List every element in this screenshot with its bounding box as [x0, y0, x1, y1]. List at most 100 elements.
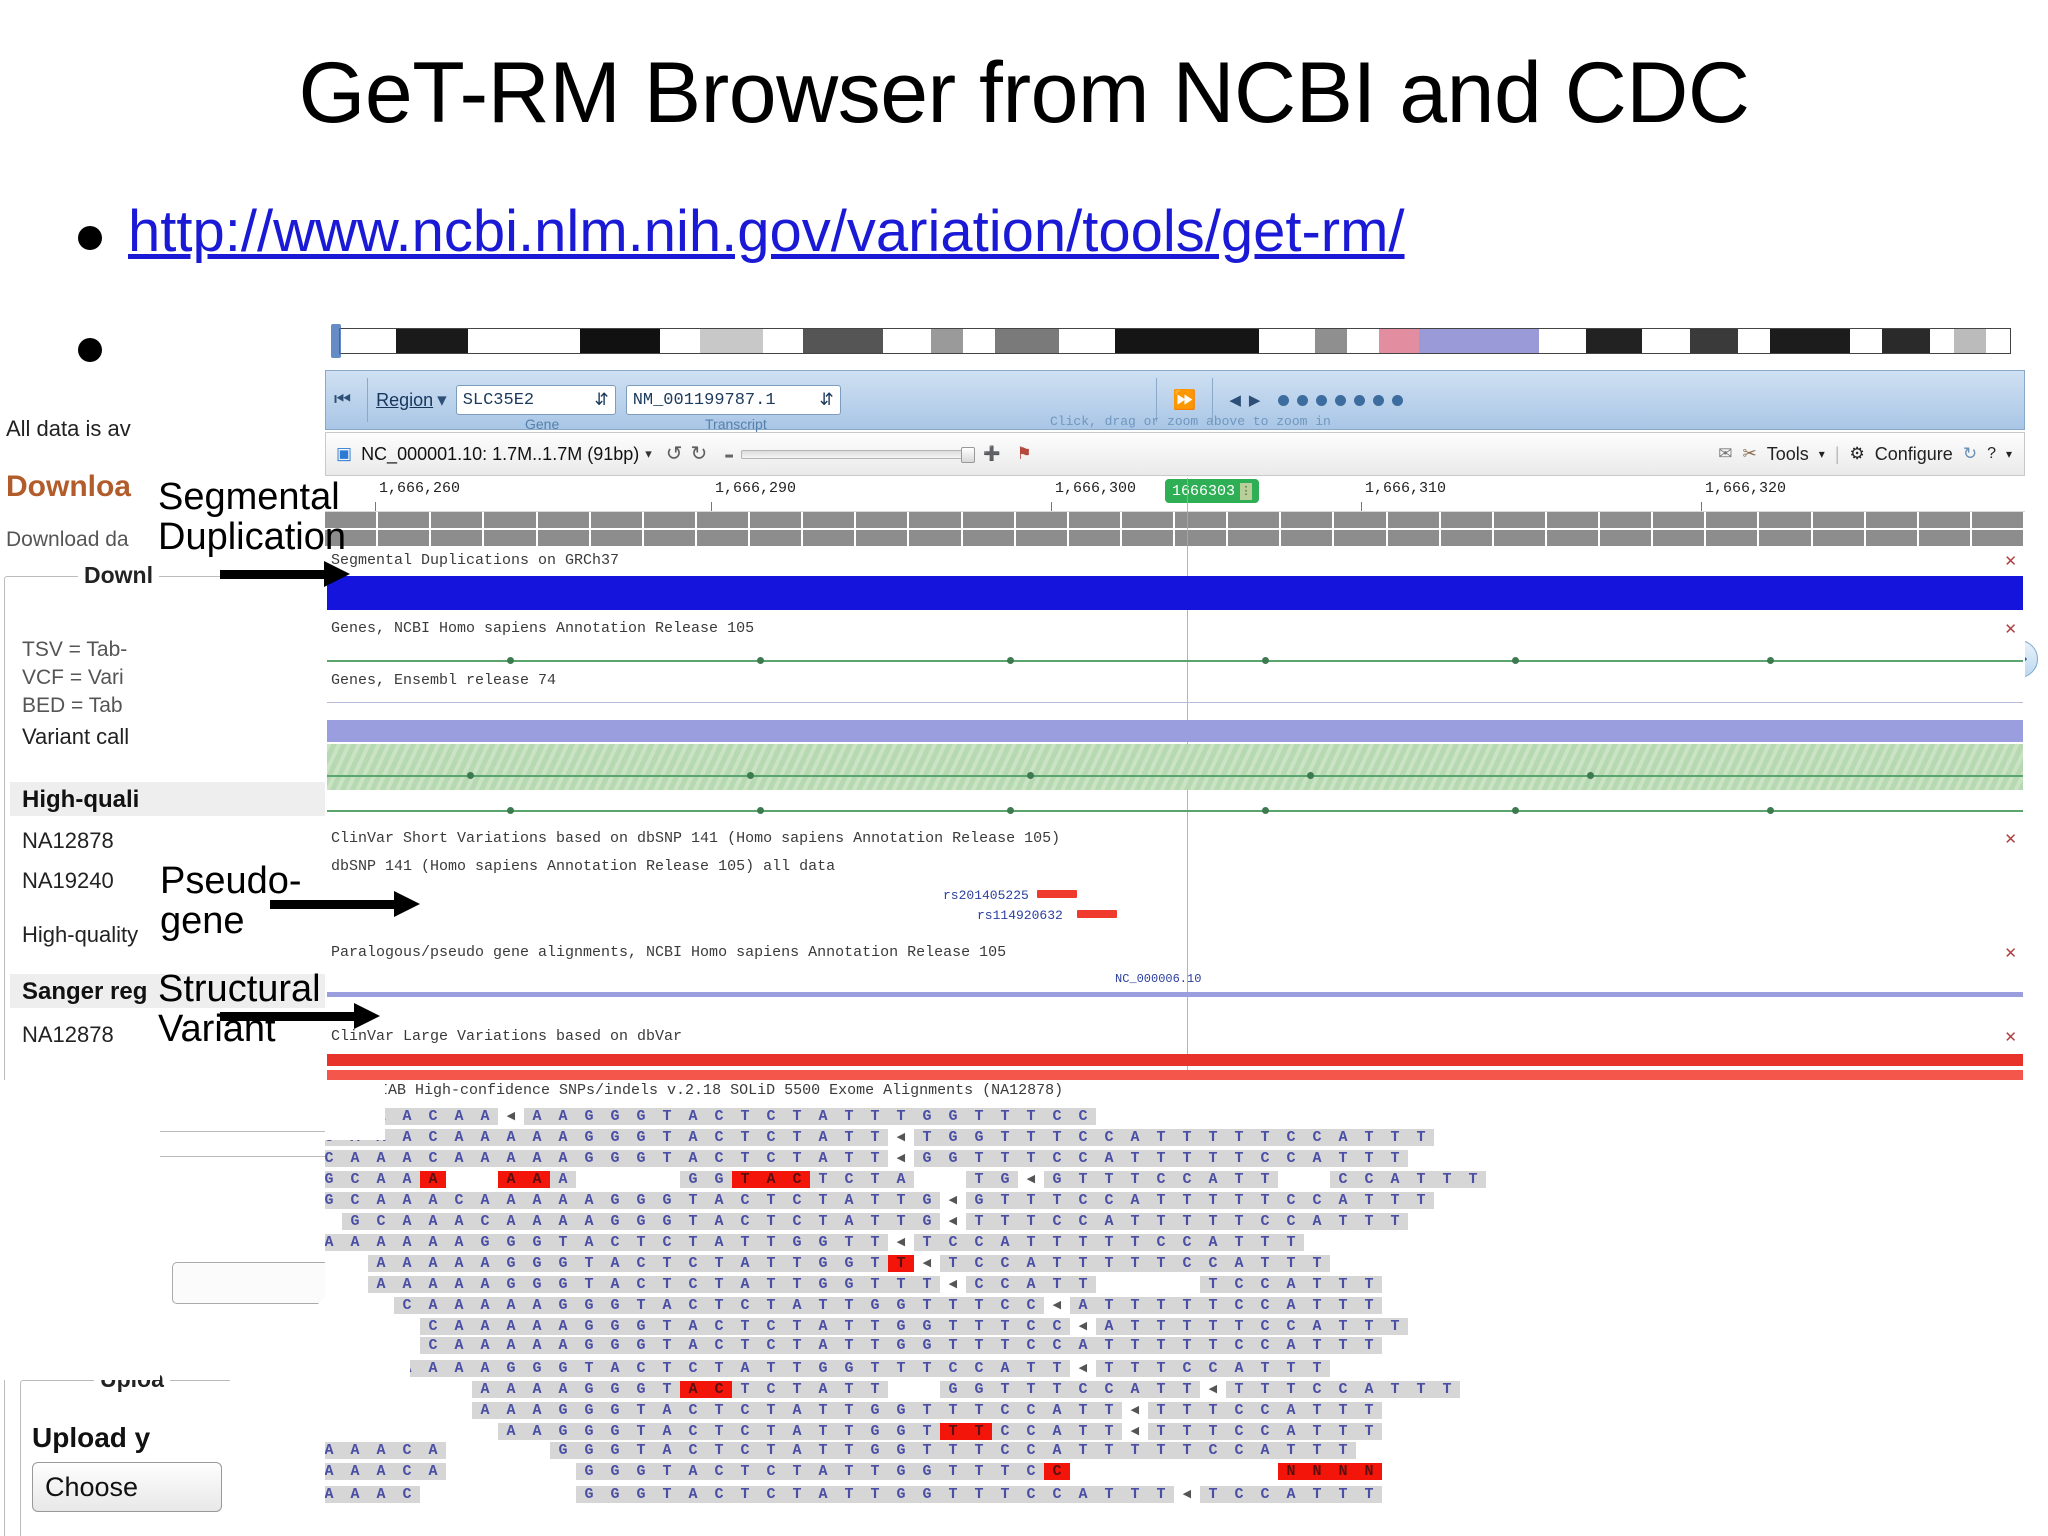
alignment-row[interactable]: TGTGGCAAACA....GGGTACTCTATTGGTTTCCATTTTT… [325, 1442, 1356, 1463]
alignment-row[interactable]: TGTGGCA...CAAAAAGGGTACTCTATTGGTTTCCATTTT… [325, 1337, 1382, 1358]
alignment-row[interactable]: ........AAAAAGGGTACTCTATTGGTTTCCATT◂TTTC… [325, 1358, 1330, 1379]
tools-button[interactable]: Tools [1766, 443, 1809, 464]
zoom-slider[interactable] [741, 446, 976, 463]
genes-ensembl-feature[interactable] [327, 720, 2023, 742]
choose-file-button[interactable]: Choose [32, 1462, 222, 1512]
ideogram-position-marker [331, 324, 341, 358]
slide-mask-left [0, 1080, 160, 1380]
variant-mark-1[interactable] [1077, 910, 1117, 918]
callout-arrow-segmental [220, 561, 350, 587]
variant-rsid-0[interactable]: rs201405225 [943, 888, 1029, 903]
bullet-item-url: http://www.ncbi.nlm.nih.gov/variation/to… [78, 198, 1405, 265]
coordinate-ruler[interactable]: 1,666,260 1,666,290 1,666,300 1666303 ⋮ … [325, 478, 2025, 512]
track-label-segmental-duplications[interactable]: Segmental Duplications on GRCh37 [331, 552, 620, 569]
alignment-row[interactable]: T.....GCAAACAAAAAGGGTACTCTATTG◂GTTTCCATT… [325, 1190, 1434, 1211]
alignment-row[interactable]: TG.T....AAAAAGGGTACTCTATTGGTT◂TCCATTTTTC… [325, 1253, 1330, 1274]
alignment-row[interactable]: TGTGGC...CAAAAAGGGTACTCTATTGGTTTCC◂ATTTT… [325, 1295, 1382, 1316]
tools-icon[interactable]: ✂ [1742, 444, 1757, 463]
browser-toolbar[interactable]: ⏮ Region ▾ SLC35E2 ⇵ NM_001199787.1 ⇵ ⏩ … [325, 370, 2025, 430]
callout-arrow-pseudogene [270, 891, 420, 917]
chevron-down-icon[interactable]: ▾ [437, 389, 447, 412]
region-menu-label[interactable]: Region [376, 389, 434, 410]
all-data-text: All data is av [6, 416, 131, 441]
bullet-item-empty [78, 310, 128, 362]
alignment-row[interactable]: TGTGGCAAACA.....GGGTACTCTATTGGTTTCC.....… [325, 1463, 1382, 1484]
vcf-legend: VCF = Vari [22, 666, 124, 689]
alignment-row[interactable]: TGTGGC......AAAGGGTACTCTATTGGTTTCCATT◂TT… [325, 1400, 1382, 1421]
track-close-icon-3[interactable]: ✕ [2004, 832, 2017, 849]
track-label-genes-ncbi[interactable]: Genes, NCBI Homo sapiens Annotation Rele… [331, 620, 755, 637]
ideogram-track[interactable] [339, 328, 2011, 354]
genes-ncbi-feature[interactable] [327, 657, 2023, 664]
exon-block-feature[interactable] [327, 744, 2023, 790]
alignment-row[interactable]: TG.....GCAAACAAAAGGGTACTCTATTG◂TTTCCATTT… [325, 1211, 1408, 1232]
alignment-row[interactable]: TGTGGCAAAC......GGGTACTCTATTGGTTTCCATTT◂… [325, 1484, 1382, 1505]
slide-mask-blob-2 [230, 1350, 410, 1440]
download-description: Download da [6, 528, 129, 551]
zoom-in-icon[interactable]: ➕ [983, 446, 1001, 463]
track-close-icon-5[interactable]: ✕ [2004, 946, 2017, 963]
pseudogene-alignment-id[interactable]: NC_000006.10 [1115, 972, 1202, 986]
toolbar-hint: Click, drag or zoom above to zoom in [1050, 414, 1331, 429]
callout-pseudogene-label: Pseudo- gene [160, 860, 302, 942]
alignment-row[interactable]: ..GTGGCAAACAAAAAGGGTACTCTATT◂TGGTTTCCATT… [325, 1127, 1434, 1148]
ncbi-sequence-viewer[interactable]: ⏮ Region ▾ SLC35E2 ⇵ NM_001199787.1 ⇵ ⏩ … [325, 320, 2025, 1536]
track-label-paralogous[interactable]: Paralogous/pseudo gene alignments, NCBI … [331, 944, 1007, 961]
locus-display[interactable]: NC_000001.10: 1.7M..1.7M (91bp) [361, 443, 640, 464]
get-rm-url-link[interactable]: http://www.ncbi.nlm.nih.gov/variation/to… [128, 199, 1405, 264]
track-close-icon-0[interactable]: ✕ [2004, 554, 2017, 571]
alignment-row[interactable]: TGTGGCAAA....AAGGGTACTCTATTGGTTTCCATT◂TT… [325, 1421, 1382, 1442]
segmental-duplications-feature[interactable] [327, 576, 2023, 610]
next-arrow-icon[interactable]: ▶ [1248, 392, 1261, 410]
alignment-row[interactable]: T....CAAAAAAGGGTACTCTATTGGTT◂TCCATTTTTCC… [325, 1232, 1304, 1253]
download-icon[interactable]: ✉ [1718, 444, 1733, 463]
variant-rsid-1[interactable]: rs114920632 [977, 908, 1063, 923]
locus-chevron-icon[interactable]: ▾ [645, 446, 652, 462]
track-label-nist-giab[interactable]: NIST-GIAB High-confidence SNPs/indels v.… [325, 1082, 1064, 1099]
sample-select[interactable] [172, 1262, 352, 1304]
help-icon[interactable]: ? [1987, 445, 1996, 462]
prev-arrow-icon[interactable]: ◀ [1229, 392, 1241, 410]
track-label-genes-ensembl[interactable]: Genes, Ensembl release 74 [331, 672, 557, 689]
position-badge[interactable]: 1666303 ⋮ [1165, 479, 1260, 503]
tools-caret-icon[interactable]: ▾ [1818, 447, 1825, 461]
track-label-clinvar-large[interactable]: ClinVar Large Variations based on dbVar [331, 1028, 683, 1045]
transcript-select-caret-icon: ⇵ [819, 391, 834, 411]
track-close-icon-6[interactable]: ✕ [2004, 1030, 2017, 1047]
zoom-out-icon[interactable]: ▬ [725, 446, 734, 462]
paralogous-pseudogene-feature[interactable] [327, 992, 2023, 997]
zoom-level-dots[interactable] [1278, 394, 1404, 406]
download-fieldset-legend-1: Downl [78, 562, 159, 589]
rewind-icon[interactable]: ⏮ [334, 389, 352, 411]
sequence-icon[interactable]: ▣ [336, 445, 353, 465]
alignment-row[interactable]: TGTGGCA...CAAAAAGGGTACTCTATTGGTTTCC◂ATTT… [325, 1316, 1408, 1337]
help-caret-icon[interactable]: ▾ [2005, 447, 2012, 461]
alignment-row[interactable]: ........AAAAAGGGTACTCTATTGGTTT◂CCATT....… [325, 1274, 1382, 1295]
alignment-row[interactable]: ...TGGCAAACAAAAAGGGTACTCTATT◂GGTTTCCATTT… [325, 1148, 1408, 1169]
position-badge-value: 1666303 [1172, 482, 1236, 500]
track-label-dbsnp[interactable]: dbSNP 141 (Homo sapiens Annotation Relea… [331, 858, 836, 875]
gear-icon[interactable]: ⚙ [1849, 444, 1865, 463]
variant-mark-0[interactable] [1037, 890, 1077, 898]
track-close-icon-1[interactable]: ✕ [2004, 622, 2017, 639]
position-badge-handle-icon[interactable]: ⋮ [1240, 482, 1253, 500]
flag-icon[interactable]: ⚑ [1016, 445, 1032, 465]
ensembl-thin-line [327, 702, 2023, 703]
ruler-tick-3: 1,666,310 [1365, 480, 1447, 497]
alignment-pileup[interactable]: NIST-GIAB High-confidence SNPs/indels v.… [325, 1080, 2025, 1536]
chromosome-ideogram[interactable] [325, 320, 2025, 362]
fast-forward-icon[interactable]: ⏩ [1172, 390, 1197, 412]
sample-na12878-a: NA12878 [22, 828, 114, 853]
page-title: GeT-RM Browser from NCBI and CDC [298, 45, 1750, 141]
track-label-clinvar-short[interactable]: ClinVar Short Variations based on dbSNP … [331, 830, 1061, 847]
browser-navbar[interactable]: ▣ NC_000001.10: 1.7M..1.7M (91bp) ▾ ↺ ↻ … [325, 432, 2025, 476]
refresh-icon[interactable]: ↻ [1962, 444, 1978, 463]
configure-button[interactable]: Configure [1874, 443, 1953, 464]
undo-icon[interactable]: ↺ [665, 444, 683, 467]
gene-select[interactable]: SLC35E2 ⇵ [455, 385, 616, 415]
alignment-row[interactable]: T.G.T.......AAAAGGGTACTCTATT..GGTTTCCATT… [325, 1379, 1460, 1400]
redo-icon[interactable]: ↻ [690, 444, 708, 467]
transcript-select[interactable]: NM_001199787.1 ⇵ [625, 385, 841, 415]
alignment-row[interactable]: T....GGCAAA..AAA....GGTACTCTA..TG◂GTTTCC… [325, 1169, 1486, 1190]
